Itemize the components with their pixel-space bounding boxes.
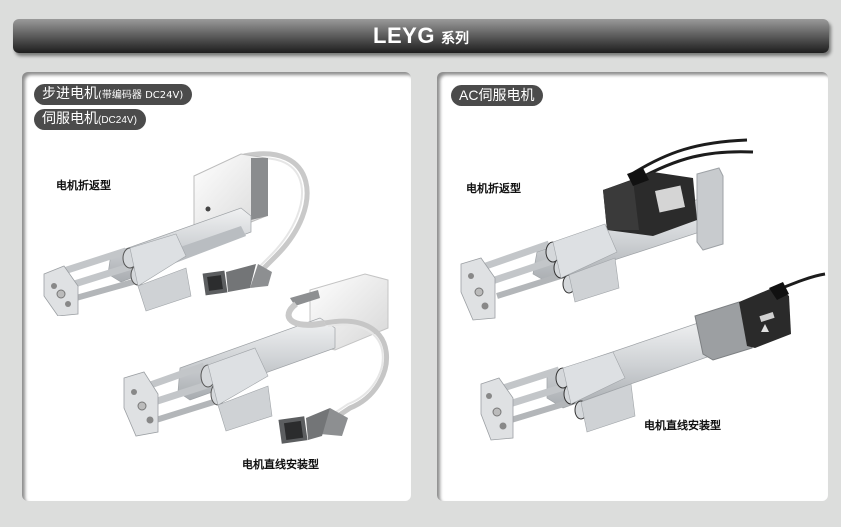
- actuator-inline-ac-servo-image: [480, 272, 826, 441]
- actuator-inline-stepper-image: [123, 273, 390, 444]
- actuator-parallel-stepper-image: [43, 151, 310, 316]
- motor-inline-label: 电机直线安装型: [644, 419, 721, 432]
- tag-main: AC伺服电机: [459, 87, 535, 103]
- ac-servo-motor-tag: AC伺服电机: [451, 85, 544, 106]
- tag-main: 伺服电机: [42, 111, 98, 127]
- tag-sub: (带编码器 DC24V): [98, 90, 184, 101]
- stepper-servo-dc24v-panel: 步进电机(带编码器 DC24V) 伺服电机(DC24V) 电机折返型: [22, 72, 411, 501]
- stepper-motor-tag: 步进电机(带编码器 DC24V): [34, 84, 193, 105]
- series-model-name: LEYG: [373, 23, 435, 48]
- ac-servo-panel: AC伺服电机 电机折返型: [437, 72, 828, 501]
- tag-main: 步进电机: [42, 86, 98, 102]
- series-title-bar: LEYG 系列: [13, 19, 829, 53]
- series-suffix: 系列: [440, 31, 469, 47]
- servo-motor-dc24v-tag: 伺服电机(DC24V): [34, 109, 146, 130]
- tag-sub: (DC24V): [98, 115, 137, 126]
- motor-parallel-label: 电机折返型: [466, 182, 521, 195]
- motor-parallel-label: 电机折返型: [56, 179, 111, 192]
- actuator-parallel-ac-servo-image: [460, 138, 754, 321]
- motor-inline-label: 电机直线安装型: [242, 458, 319, 471]
